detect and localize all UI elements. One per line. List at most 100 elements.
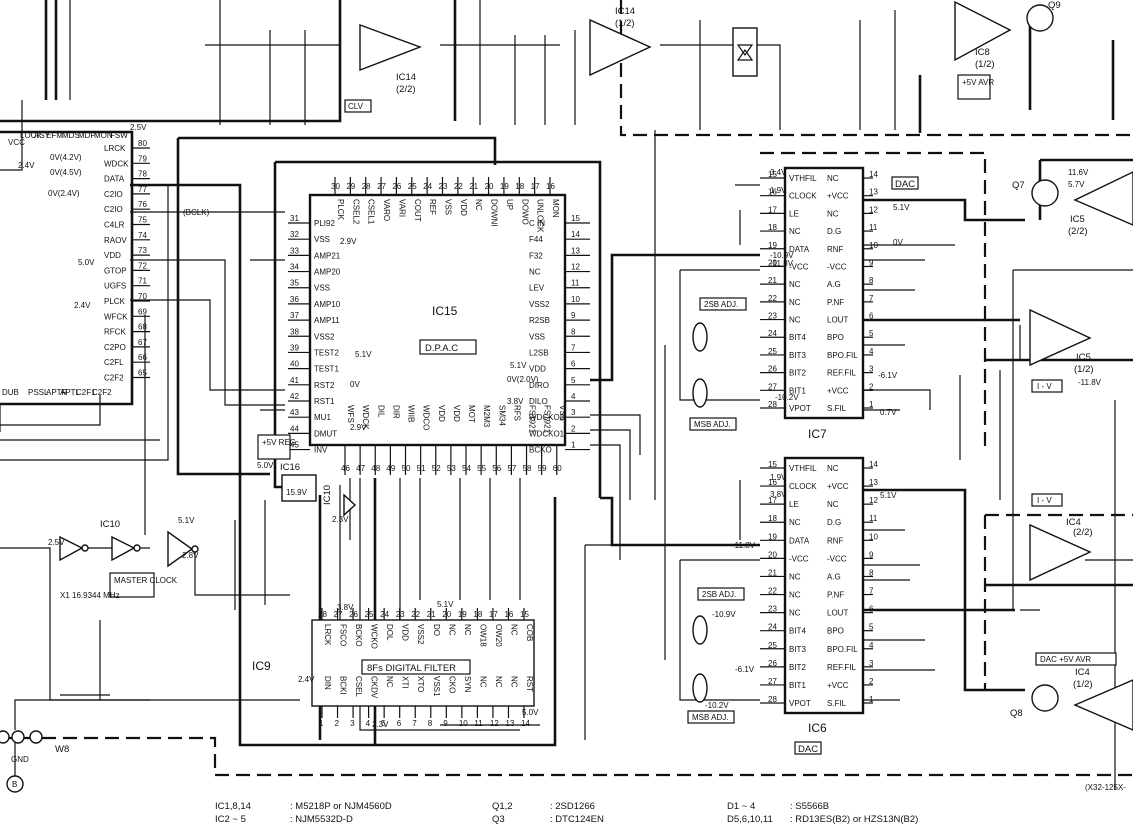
dac-pin-number: 1 [869,400,874,409]
dac-pin-number: 4 [869,641,874,650]
ic15-pin-number: 37 [290,311,299,320]
ic9-pin-number: 6 [397,719,402,728]
dac-pin-number: 20 [768,258,777,267]
ic15-pin-number: 20 [485,182,494,191]
connector-pin-label: RAOV [104,236,127,245]
voltage-label: 0V [893,238,903,247]
diode-d9 [732,27,758,77]
connector-pin-label: DATA [104,175,125,184]
dac-pin-label: NC [827,464,839,473]
ic15-pin-label: FS1921 [543,405,552,434]
dac-pin-label: NC [789,298,801,307]
dac-pin-number: 22 [768,294,777,303]
ic15-pin-label: TEST2 [314,348,339,357]
dac-pin-number: 24 [768,329,777,338]
dac-pin-number: 24 [768,623,777,632]
ic15-pin-label: AMP11 [314,316,340,325]
dac-pin-number: 14 [869,460,878,469]
legend-part-2: : NJM5532D-D [290,814,353,825]
ic9-pin-number: 15 [520,610,529,619]
dac-pin-number: 1 [869,695,874,704]
ic9-pin-number: 18 [473,610,482,619]
ic9-pin-label: CSEL [354,676,363,697]
ic15-pin-number: 8 [571,327,576,336]
ic9-pin-number: 26 [349,610,358,619]
q8-transistor [1031,684,1059,712]
voltage-label: -10.2V [775,393,799,402]
voltage-label: 5.0V [522,708,539,717]
ic15-pin-label: WDCO [422,405,431,430]
q7-transistor [1031,179,1059,207]
dac-pin-label: LE [789,209,799,218]
ic14a-sub: (2/2) [396,84,416,95]
ic10-gate-1 [59,535,84,562]
ic9-pin-label: COB [525,624,534,641]
ic9-pin-number: 20 [442,610,451,619]
ic5a-sub: (1/2) [1074,364,1094,375]
ic9-pin-number: 12 [490,719,499,728]
ic15-pin-number: 36 [290,295,299,304]
ic9-pin-label: BCKO [354,624,363,647]
connector-pin-number: 65 [138,369,147,378]
dac-pin-number: 16 [768,188,777,197]
ic15-pin-label: VSS2 [314,332,335,341]
voltage-label: 5.1V [880,491,897,500]
ic4b-opamp-symbol [1073,679,1133,731]
voltage-label: 0V(4.5V) [50,168,82,177]
dac-pin-number: 3 [869,659,874,668]
ic8-avr-tag: +5V AVR [962,78,994,87]
legend-ref-5: D1 ~ 4 [727,801,756,812]
ic9-pin-label: NC [478,676,487,688]
dac-pin-number: 8 [869,276,874,285]
ic15-pin-label: SM34 [497,405,506,426]
dac-pin-label: RNF [827,536,844,545]
ic15-pin-label: RST1 [314,397,335,406]
dac-pin-label: NC [789,609,801,618]
q9-transistor [1026,4,1054,32]
ic15-pin-number: 16 [546,182,555,191]
ic15-pin-label: VDD [437,405,446,422]
voltage-label: 2.3V [372,720,389,729]
dac-pin-number: 19 [768,532,777,541]
ic6-name: IC6 [808,721,827,735]
ic15-pin-number: 55 [477,464,486,473]
connector-pin-label: C2PO [104,343,126,352]
dac-pin-number: 3 [869,365,874,374]
dac-pin-label: BIT2 [789,369,806,378]
voltage-label: 2.9V [350,423,367,432]
svg-text:FSW: FSW [110,131,128,140]
ic15-pin-number: 33 [290,246,299,255]
connector-pin-label: VDD [104,251,121,260]
ic15-pin-label: DIR [391,405,400,419]
ic15-pin-number: 1 [571,441,576,450]
ic9-pin-label: NC [447,624,456,636]
ic15-pin-label: FS1921 [528,405,537,434]
connector-pin-label: PLCK [104,297,126,306]
dac-pin-label: VPOT [789,699,811,708]
ic15-pin-label: LEV [529,284,545,293]
voltage-label: 1.9V [770,186,787,195]
ic15-pin-label: DOWNI [490,199,499,227]
voltage-label: 5.1V [893,203,910,212]
ic10-gate-2 [111,535,136,562]
dac-pin-number: 13 [869,478,878,487]
ic15-pin-number: 59 [538,464,547,473]
voltage-label: -6.1V [878,371,898,380]
svg-text:ASY: ASY [34,131,51,140]
ic8-opamp-symbol [954,0,1012,62]
dac-pin-number: 4 [869,347,874,356]
voltage-label: -11.8V [732,541,756,550]
dac-pin-label: REF.FIL [827,663,856,672]
vr2-trimmer [692,673,708,703]
ic15-pin-number: 34 [290,263,299,272]
voltage-label: 2.5V [130,123,147,132]
dac-pin-number: 8 [869,568,874,577]
ic14a-name: IC14 [396,72,416,83]
ic15-pin-label: VARO [382,199,391,221]
ic15-pin-number: 15 [571,214,580,223]
ic9-pin-number: 9 [443,719,448,728]
ic9-pin-label: BCKI [339,676,348,695]
ic15-pin-number: 56 [492,464,501,473]
bclk-label: (BCLK) [183,208,210,217]
ic15-pin-number: 14 [571,230,580,239]
